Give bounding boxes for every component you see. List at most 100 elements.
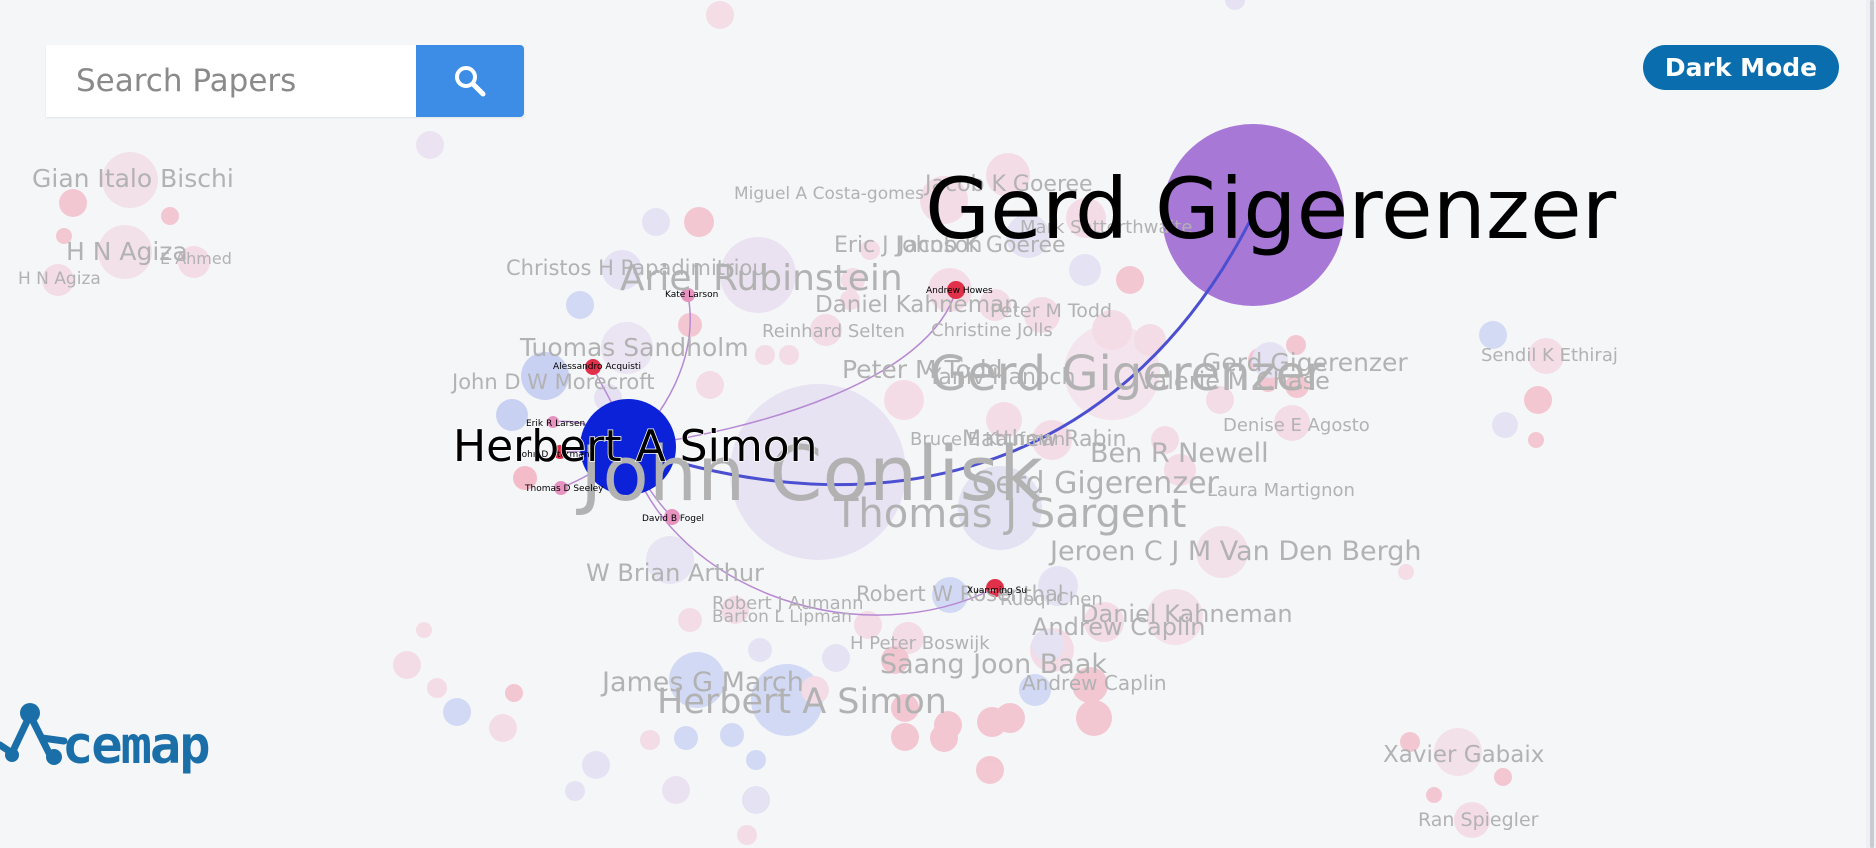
graph-node[interactable] <box>513 466 537 490</box>
graph-node[interactable] <box>1528 432 1544 448</box>
graph-node[interactable] <box>1064 324 1160 420</box>
graph-node[interactable] <box>801 676 829 704</box>
graph-node[interactable] <box>1164 454 1196 486</box>
connected-author-label[interactable]: John D Sterman <box>518 450 590 460</box>
background-author-label[interactable]: Daniel Kahneman <box>1080 600 1293 628</box>
graph-node[interactable] <box>1196 526 1248 578</box>
graph-node[interactable] <box>1479 321 1507 349</box>
background-author-label[interactable]: Christos H Papadimitriou <box>506 256 766 280</box>
graph-node[interactable] <box>1006 214 1050 258</box>
graph-node[interactable] <box>1151 426 1179 454</box>
graph-node[interactable] <box>810 314 842 346</box>
graph-node[interactable] <box>755 345 775 365</box>
background-author-label[interactable]: Denise E Agosto <box>1223 415 1370 436</box>
graph-node[interactable] <box>646 536 694 584</box>
graph-node[interactable] <box>640 730 660 750</box>
graph-node[interactable] <box>393 651 421 679</box>
graph-node[interactable] <box>56 228 72 244</box>
background-author-label[interactable]: Barton L Lipman <box>712 607 852 627</box>
graph-node[interactable] <box>930 724 958 752</box>
background-author-label[interactable]: Mark Satterthwaite <box>1020 217 1193 238</box>
graph-node[interactable] <box>1206 386 1234 414</box>
graph-node[interactable] <box>684 207 714 237</box>
graph-node[interactable] <box>602 250 642 290</box>
graph-node[interactable] <box>742 786 770 814</box>
scrollbar-thumb[interactable] <box>1870 0 1874 848</box>
graph-node[interactable] <box>161 207 179 225</box>
background-author-label[interactable]: Robert J Aumann <box>712 593 864 614</box>
graph-node[interactable] <box>986 402 1022 438</box>
background-author-label[interactable]: Bruce E Kaufman <box>910 429 1065 450</box>
graph-node[interactable] <box>748 638 772 662</box>
graph-node[interactable] <box>920 176 968 224</box>
graph-node[interactable] <box>822 644 850 672</box>
background-author-label[interactable]: Matthew Rabin <box>962 427 1126 452</box>
background-author-label[interactable]: John Conlisk <box>576 429 1043 518</box>
graph-node[interactable] <box>947 281 965 299</box>
graph-node[interactable] <box>681 288 695 302</box>
background-author-label[interactable]: Saang Joon Baak <box>880 649 1107 680</box>
graph-node[interactable] <box>496 399 528 431</box>
graph-node[interactable] <box>779 345 799 365</box>
graph-node[interactable] <box>505 684 523 702</box>
graph-node[interactable] <box>565 781 585 801</box>
graph-node[interactable] <box>1066 198 1106 238</box>
graph-node[interactable] <box>1434 728 1482 776</box>
graph-node[interactable] <box>427 678 447 698</box>
graph-node[interactable] <box>674 726 698 750</box>
background-author-label[interactable]: Miguel A Costa-gomes <box>734 184 924 204</box>
graph-node[interactable] <box>1528 338 1564 374</box>
graph-node[interactable] <box>664 509 680 525</box>
graph-node[interactable] <box>1454 802 1490 838</box>
background-author-label[interactable]: Herbert A Simon <box>657 682 947 722</box>
background-author-label[interactable]: Andrew Caplin <box>1032 613 1205 641</box>
background-author-label[interactable]: Ran Spiegler <box>1418 809 1539 831</box>
background-author-label[interactable]: Peter M Todd <box>842 355 1003 384</box>
graph-node[interactable] <box>841 268 865 292</box>
background-author-label[interactable]: Sendil K Ethiraj <box>1481 345 1618 366</box>
graph-node[interactable] <box>59 189 87 217</box>
background-author-label[interactable]: Gerd Gigerenzer <box>972 466 1220 501</box>
background-author-label[interactable]: Thomas J Sargent <box>833 491 1186 537</box>
graph-node[interactable] <box>1426 787 1442 803</box>
graph-node[interactable] <box>102 152 158 208</box>
background-author-label[interactable]: Gerd Gigerenzer <box>1202 348 1408 377</box>
graph-node[interactable] <box>891 723 919 751</box>
herbert-a-simon-node[interactable] <box>580 399 676 495</box>
graph-node[interactable] <box>1038 566 1078 606</box>
graph-node[interactable] <box>1252 342 1288 378</box>
background-author-label[interactable]: Jacob K Goeree <box>896 233 1066 258</box>
connected-author-label[interactable]: Thomas D Seeley <box>524 484 604 494</box>
graph-node[interactable] <box>976 756 1004 784</box>
background-author-label[interactable]: Gerd Gigerenzer <box>930 346 1325 402</box>
graph-node[interactable] <box>979 289 1011 321</box>
graph-node[interactable] <box>892 622 924 654</box>
graph-node[interactable] <box>932 577 968 613</box>
connected-author-label[interactable]: Andrew Howes <box>926 286 993 296</box>
background-nodes[interactable] <box>42 0 1564 845</box>
dark-mode-toggle[interactable]: Dark Mode <box>1643 45 1839 90</box>
background-author-label[interactable]: H N Agiza <box>18 269 101 289</box>
graph-node[interactable] <box>1286 335 1306 355</box>
graph-node[interactable] <box>977 707 1007 737</box>
graph-node[interactable] <box>1225 0 1245 10</box>
background-author-label[interactable]: W Brian Arthur <box>586 559 764 587</box>
vertical-scrollbar[interactable] <box>1866 0 1876 848</box>
graph-node[interactable] <box>746 750 766 770</box>
graph-node[interactable] <box>706 1 734 29</box>
graph-node[interactable] <box>669 652 725 708</box>
graph-node[interactable] <box>178 246 210 278</box>
background-author-label[interactable]: Laura Martignon <box>1207 480 1355 501</box>
graph-node[interactable] <box>582 751 610 779</box>
connected-author-label[interactable]: Alessandro Acquisti <box>553 362 641 372</box>
background-author-label[interactable]: John D W Morecroft <box>450 370 655 394</box>
graph-node[interactable] <box>1069 254 1101 286</box>
graph-node[interactable] <box>554 481 568 495</box>
graph-node[interactable] <box>566 291 594 319</box>
background-author-label[interactable]: Valerie M Chase <box>1138 367 1330 395</box>
background-author-label[interactable]: Yaniv Hanoch <box>927 365 1075 390</box>
graph-node[interactable] <box>1398 564 1414 580</box>
background-author-label[interactable]: Ruoqi Chen <box>1000 589 1103 610</box>
highlighted-author-label[interactable]: Gerd Gigerenzer <box>925 160 1617 258</box>
